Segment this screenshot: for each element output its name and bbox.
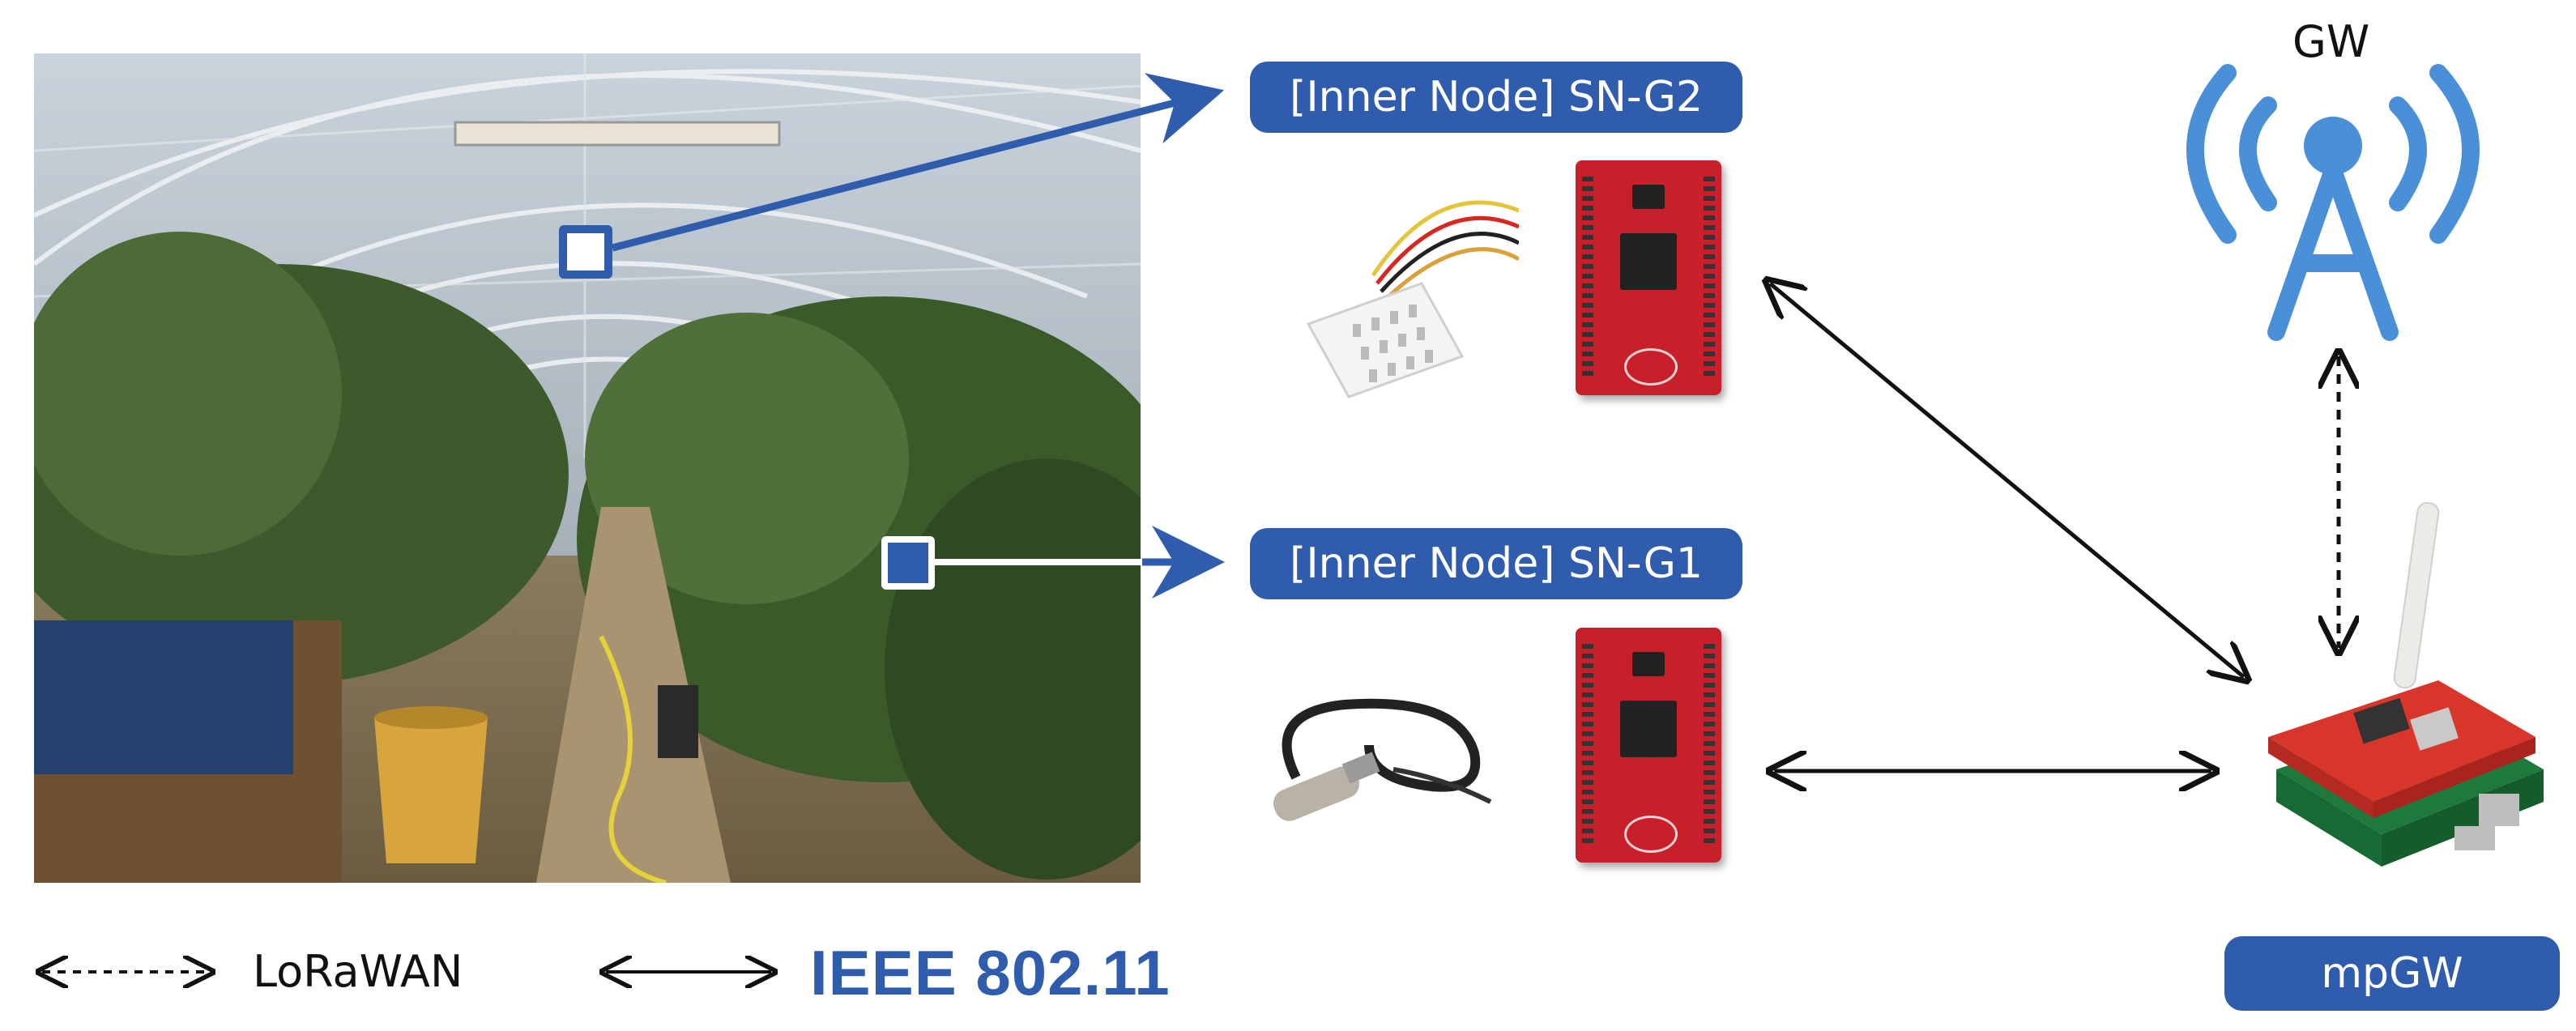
legend-lorawan-label: LoRaWAN xyxy=(253,946,463,997)
greenhouse-photo xyxy=(34,53,1141,883)
sn-g1-marker xyxy=(881,536,935,590)
mpgw-device-image xyxy=(2260,501,2552,891)
sn-g2-marker xyxy=(559,225,612,279)
link-sn-g2-mpgw xyxy=(1770,283,2244,677)
dev-board-image-sn-g1 xyxy=(1576,628,1721,863)
mpgw-label: mpGW xyxy=(2224,936,2560,1011)
soil-probe-sensor-image xyxy=(1247,680,1507,842)
antenna-tower-icon xyxy=(2179,57,2487,348)
sn-g2-label: [Inner Node] SN-G2 xyxy=(1250,62,1742,133)
temp-humidity-sensor-image xyxy=(1276,162,1520,405)
gw-label: GW xyxy=(2292,16,2370,67)
sn-g2-pointer xyxy=(611,73,1225,252)
legend-ieee-label: IEEE 802.11 xyxy=(810,937,1171,1008)
sn-g1-label: [Inner Node] SN-G1 xyxy=(1250,528,1742,599)
dev-board-image-sn-g2 xyxy=(1576,160,1721,395)
